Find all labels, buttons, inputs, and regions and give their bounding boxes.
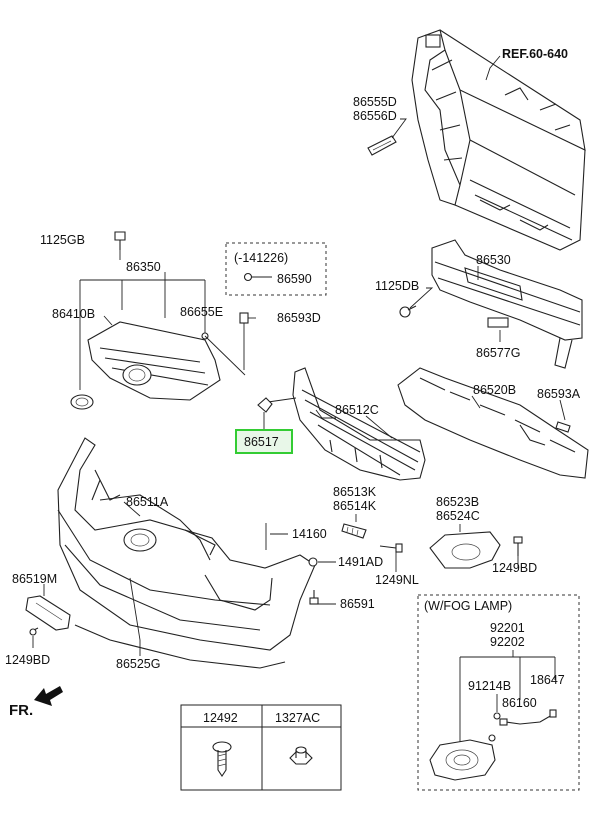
ref-label: REF.60-640 bbox=[502, 47, 568, 61]
label-86523b: 86523B bbox=[436, 495, 479, 509]
fog-lamp-wiring-drawing bbox=[488, 709, 557, 742]
label-86577g: 86577G bbox=[476, 346, 520, 360]
front-direction-arrow bbox=[34, 686, 63, 706]
label-1125gb: 1125GB bbox=[40, 233, 85, 247]
bumper-cover-drawing bbox=[57, 437, 316, 669]
label-1125db: 1125DB bbox=[375, 279, 419, 293]
highlight-86517[interactable] bbox=[235, 429, 293, 454]
emblem-drawing bbox=[70, 394, 94, 410]
bumper-beam-drawing bbox=[431, 239, 583, 369]
label-86514k: 86514K bbox=[333, 499, 377, 513]
fog-lamp-title: (W/FOG LAMP) bbox=[424, 599, 512, 613]
label-1491ad: 1491AD bbox=[338, 555, 383, 569]
nut-1327ac-drawing bbox=[289, 746, 313, 765]
plate-86519m-drawing bbox=[25, 595, 71, 631]
clip-1491ad-drawing bbox=[308, 557, 318, 567]
fastener-table bbox=[180, 704, 342, 791]
fog-lamp-box bbox=[417, 594, 580, 791]
label-86350: 86350 bbox=[126, 260, 161, 274]
label-86511a: 86511A bbox=[126, 495, 169, 509]
grille-86350-drawing bbox=[87, 321, 221, 401]
label-86524c: 86524C bbox=[436, 509, 480, 523]
label-92201: 92201 bbox=[490, 621, 525, 635]
screw-1249nl-drawing bbox=[379, 543, 403, 553]
clip-86593d-drawing bbox=[239, 312, 249, 324]
screw-1249bd-right-drawing bbox=[513, 536, 523, 556]
label-86525g: 86525G bbox=[116, 657, 160, 671]
label-86655e: 86655E bbox=[180, 305, 223, 319]
lower-grille-drawing bbox=[292, 367, 426, 481]
label-18647: 18647 bbox=[530, 673, 565, 687]
label-1249bd-left: 1249BD bbox=[5, 653, 50, 667]
label-86590: 86590 bbox=[277, 272, 312, 286]
radiator-support-drawing bbox=[411, 29, 586, 251]
label-86593d: 86593D bbox=[277, 311, 321, 325]
clip-86593a-drawing bbox=[555, 421, 571, 433]
label-86512c: 86512C bbox=[335, 403, 379, 417]
label-91214b: 91214B bbox=[468, 679, 511, 693]
fastener-col1-header: 12492 bbox=[203, 711, 238, 725]
fastener-col2-header: 1327AC bbox=[275, 711, 320, 725]
label-1249nl: 1249NL bbox=[375, 573, 419, 587]
screw-12492-drawing bbox=[212, 741, 232, 777]
bolt-1125db-drawing bbox=[399, 305, 417, 318]
label-86513k: 86513K bbox=[333, 485, 377, 499]
label-86591: 86591 bbox=[340, 597, 375, 611]
fog-lamp-drawing bbox=[429, 739, 496, 781]
fog-cover-drawing bbox=[429, 531, 501, 569]
variant-box bbox=[225, 242, 327, 296]
label-86555d: 86555D bbox=[353, 95, 397, 109]
label-86520b: 86520B bbox=[473, 383, 516, 397]
variant-date-label: (-141226) bbox=[234, 251, 288, 265]
energy-absorber-drawing bbox=[397, 367, 589, 479]
clip-86590-drawing bbox=[243, 272, 253, 282]
screw-1125gb-drawing bbox=[114, 231, 126, 250]
clip-86513k-drawing bbox=[341, 523, 367, 539]
label-86519m: 86519M bbox=[12, 572, 57, 586]
label-86410b: 86410B bbox=[52, 307, 95, 321]
label-86517[interactable]: 86517 bbox=[244, 435, 279, 449]
label-86160: 86160 bbox=[502, 696, 537, 710]
label-86556d: 86556D bbox=[353, 109, 397, 123]
label-86530: 86530 bbox=[476, 253, 511, 267]
clip-86517-drawing bbox=[257, 397, 273, 413]
label-14160: 14160 bbox=[292, 527, 327, 541]
label-86593a: 86593A bbox=[537, 387, 581, 401]
label-92202: 92202 bbox=[490, 635, 525, 649]
screw-86591-drawing bbox=[309, 590, 319, 605]
label-1249bd-right: 1249BD bbox=[492, 561, 537, 575]
screw-1249bd-left-drawing bbox=[29, 627, 39, 636]
bracket-86555d-drawing bbox=[367, 135, 397, 156]
direction-label: FR. bbox=[9, 702, 33, 719]
